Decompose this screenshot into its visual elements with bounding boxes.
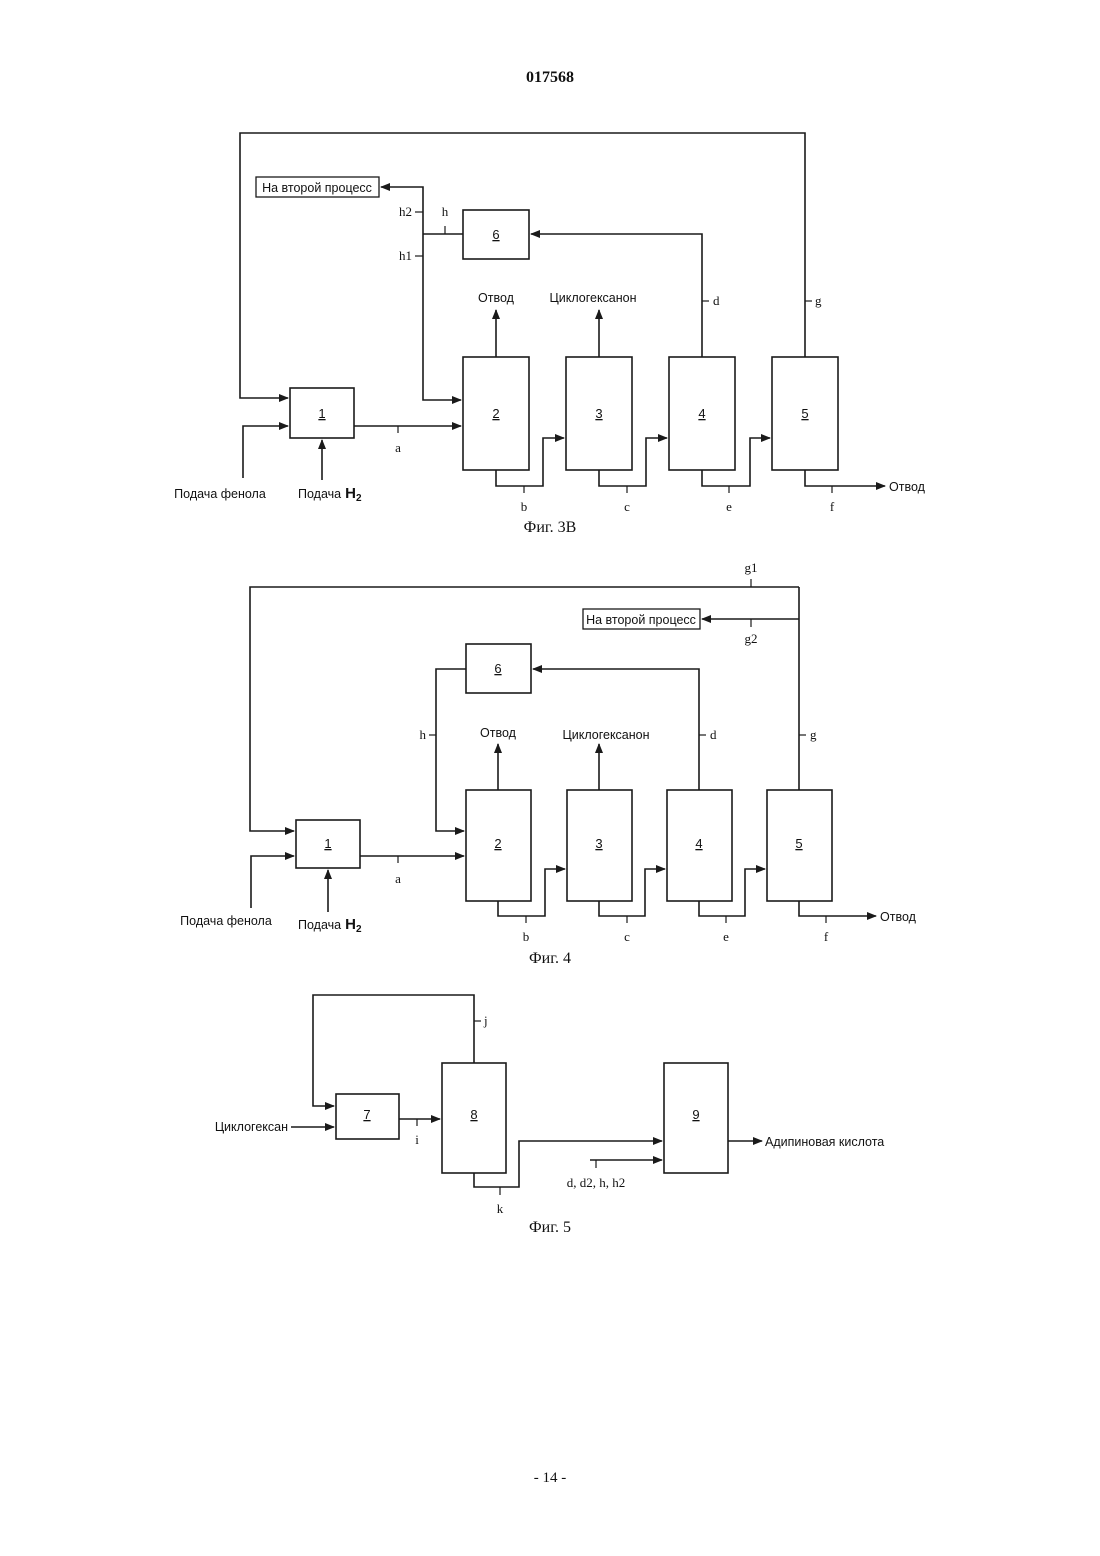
fig4-stream-h-line (436, 669, 466, 831)
fig5-stream-j-label: j (483, 1013, 488, 1028)
fig3b-unit-label-3: 3 (595, 406, 602, 421)
fig4-cyclohexanone-label: Циклогексанон (562, 728, 649, 742)
fig4-unit-label-4: 4 (695, 836, 702, 851)
fig3b-stream-f-line (805, 470, 885, 486)
fig3b-h2-feed-label: ПодачаH2 (298, 485, 362, 504)
fig3b-stream-f-label: f (830, 499, 835, 514)
fig3b-unit-label-4: 4 (698, 406, 705, 421)
fig4-phenol-feed-label: Подача фенола (180, 914, 272, 928)
fig3b-stream-b-label: b (521, 499, 528, 514)
fig3b-stream-c-label: c (624, 499, 630, 514)
fig3b-unit-label-5: 5 (801, 406, 808, 421)
fig5-stream-i-label: i (415, 1132, 419, 1147)
fig4-stream-h-label: h (420, 727, 427, 742)
fig4-stream-a-label: a (395, 871, 401, 886)
fig4-h2-feed-label: ПодачаH2 (298, 916, 362, 935)
fig3b-cyclohexanone-label: Циклогексанон (549, 291, 636, 305)
fig3b-stream-a-label: a (395, 440, 401, 455)
fig4-unit-label-2: 2 (494, 836, 501, 851)
fig4-unit-label-1: 1 (324, 836, 331, 851)
fig4-stream-g2-label: g2 (745, 631, 758, 646)
fig5-inputs-label: d, d2, h, h2 (567, 1175, 626, 1190)
fig4-stream-c-label: c (624, 929, 630, 944)
fig4-stream-d-label: d (710, 727, 717, 742)
fig4-unit-label-3: 3 (595, 836, 602, 851)
fig5-caption: Фиг. 5 (529, 1219, 571, 1236)
fig3b-stream-h1-label: h1 (399, 248, 412, 263)
fig4-second-process-label: На второй процесс (586, 613, 696, 627)
fig4-unit-label-6: 6 (494, 661, 501, 676)
fig3b-unit-label-2: 2 (492, 406, 499, 421)
fig4-phenol-feed-line (251, 856, 294, 908)
figure-3b: 1 2 3 4 5 6 На второй процесс g Подача ф… (174, 133, 925, 536)
fig3b-unit-label-1: 1 (318, 406, 325, 421)
fig3b-phenol-feed-line (243, 426, 288, 478)
fig3b-outlet-right-label: Отвод (889, 480, 926, 494)
fig3b-stream-g-label: g (815, 293, 822, 308)
document-number: 017568 (526, 69, 574, 86)
fig3b-stream-d-label: d (713, 293, 720, 308)
fig5-stream-k-label: k (497, 1201, 504, 1216)
fig3b-caption: Фиг. 3В (524, 519, 577, 536)
fig3b-stream-h1-line (423, 234, 461, 400)
fig5-cyclohexane-label: Циклогексан (215, 1120, 288, 1134)
fig4-stream-f-line (799, 901, 876, 916)
fig3b-phenol-feed-label: Подача фенола (174, 487, 266, 501)
fig4-stream-g1-label: g1 (745, 560, 758, 575)
fig4-stream-g-label: g (810, 727, 817, 742)
fig3b-outlet-top-label: Отвод (478, 291, 515, 305)
fig3b-unit-label-6: 6 (492, 227, 499, 242)
fig4-caption: Фиг. 4 (529, 950, 571, 967)
page-number: - 14 - (534, 1470, 567, 1486)
figure-4: 1 2 3 4 5 6 На второй процесс g g1 g2 По… (180, 560, 916, 967)
figure-5: 7 8 9 j Циклогексан i k d, d2, h, h2 Ади… (215, 995, 884, 1236)
fig4-stream-b-label: b (523, 929, 530, 944)
fig4-stream-f-label: f (824, 929, 829, 944)
fig5-unit-label-7: 7 (363, 1107, 370, 1122)
fig3b-stream-h-label: h (442, 204, 449, 219)
fig5-unit-label-8: 8 (470, 1107, 477, 1122)
fig4-stream-e-label: e (723, 929, 729, 944)
fig5-unit-label-9: 9 (692, 1107, 699, 1122)
fig4-outlet-right-label: Отвод (880, 910, 917, 924)
fig3b-stream-h2-label: h2 (399, 204, 412, 219)
fig4-unit-label-5: 5 (795, 836, 802, 851)
fig5-adipic-acid-label: Адипиновая кислота (765, 1135, 884, 1149)
fig4-outlet-top-label: Отвод (480, 726, 517, 740)
fig3b-second-process-label: На второй процесс (262, 181, 372, 195)
fig3b-stream-e-label: e (726, 499, 732, 514)
